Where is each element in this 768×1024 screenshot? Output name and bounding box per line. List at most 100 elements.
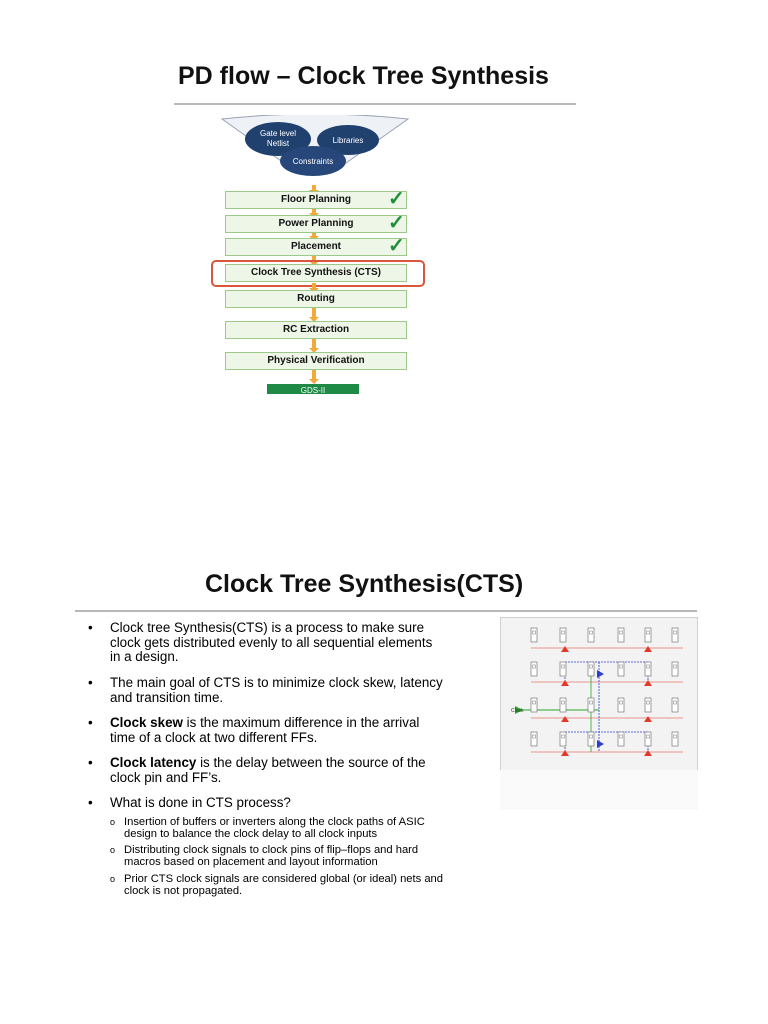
bullet-line: The main goal of CTS is to minimize cloc…	[110, 675, 443, 690]
leaf-buffer	[644, 750, 652, 756]
term-clock-skew: Clock skew	[110, 715, 183, 730]
subbullet-buffer-insertion: o Insertion of buffers or inverters alon…	[110, 816, 500, 840]
flow-arrow	[309, 339, 319, 353]
netlist-node	[245, 122, 311, 156]
ff-pin	[561, 630, 565, 635]
ff-pin	[589, 664, 593, 669]
flip-flop	[559, 731, 567, 747]
flip-flop	[587, 627, 595, 643]
flip-flop	[530, 627, 538, 643]
ff-pin	[532, 630, 536, 635]
bullet-line: clock pin and FF’s.	[110, 769, 222, 785]
check-icon: ✓	[388, 188, 405, 210]
ff-pin	[673, 630, 677, 635]
flip-flop	[617, 697, 625, 713]
flow-arrow	[309, 370, 319, 384]
flip-flop	[644, 731, 652, 747]
bullet-line: clock gets distributed evenly to all seq…	[110, 634, 433, 650]
leaf-buffer	[561, 750, 569, 756]
slide1-title-rule	[174, 103, 576, 105]
constraints-node	[280, 146, 346, 176]
flip-flop	[671, 697, 679, 713]
input-libraries: Libraries	[333, 136, 364, 145]
step-rc-extraction: RC Extraction	[225, 321, 407, 339]
bullet-line: and transition time.	[110, 689, 224, 705]
input-funnel: Gate level Netlist Libraries Constraints	[220, 115, 410, 176]
bullet-glyph: •	[88, 715, 93, 730]
slide2-title: Clock Tree Synthesis(CTS)	[205, 570, 524, 598]
bullet-line: is the maximum difference in the arrival	[182, 715, 420, 730]
leaf-buffer	[644, 680, 652, 686]
tree-buffer	[597, 740, 604, 748]
flip-flop	[671, 661, 679, 677]
input-netlist-line1: Gate level	[260, 129, 296, 138]
flip-flop	[617, 731, 625, 747]
input-constraints: Constraints	[293, 157, 333, 166]
step-gds-ii: GDS-II	[267, 384, 359, 394]
sub-bullet-line: Distributing clock signals to clock pins…	[124, 844, 419, 856]
flip-flop	[559, 661, 567, 677]
sub-bullet-line: macros based on placement and layout inf…	[124, 856, 378, 868]
flip-flop	[559, 627, 567, 643]
ff-pin	[646, 630, 650, 635]
bullet-line: in a design.	[110, 649, 179, 664]
flow-arrow	[309, 256, 319, 266]
flow-arrow	[309, 308, 319, 322]
flip-flop	[644, 661, 652, 677]
ff-pin	[646, 734, 650, 739]
bullet-glyph: •	[88, 620, 93, 635]
ff-pin	[619, 630, 623, 635]
tree-buffer	[597, 670, 604, 678]
leaf-buffer	[644, 646, 652, 652]
flip-flop	[530, 697, 538, 713]
step-routing: Routing	[225, 290, 407, 308]
flip-flop	[587, 731, 595, 747]
leaf-buffer	[561, 646, 569, 652]
ff-pin	[532, 664, 536, 669]
diagram-footer	[500, 770, 698, 810]
term-clock-latency: Clock latency	[110, 755, 197, 770]
flip-flop	[644, 627, 652, 643]
h-tree-wires	[564, 661, 649, 752]
flip-flop	[671, 627, 679, 643]
sub-bullet-glyph: o	[110, 874, 116, 884]
bullet-line: What is done in CTS process?	[110, 795, 291, 810]
subbullet-ideal-nets: o Prior CTS clock signals are considered…	[110, 873, 500, 897]
sub-bullet-line: Insertion of buffers or inverters along …	[124, 816, 425, 828]
flip-flop	[671, 731, 679, 747]
flip-flop	[587, 697, 595, 713]
bullet-cts-goal: • The main goal of CTS is to minimize cl…	[88, 675, 498, 705]
flip-flop	[530, 731, 538, 747]
ff-pin	[619, 700, 623, 705]
ff-pin	[619, 664, 623, 669]
ff-pin	[561, 700, 565, 705]
bullet-cts-definition: • Clock tree Synthesis(CTS) is a process…	[88, 620, 498, 665]
ff-pin	[589, 630, 593, 635]
ff-pin	[589, 734, 593, 739]
leaf-buffer	[561, 680, 569, 686]
leaf-buffer	[561, 716, 569, 722]
ff-pin	[589, 700, 593, 705]
ff-pin	[673, 700, 677, 705]
leaf-buffer	[644, 716, 652, 722]
input-netlist-line2: Netlist	[267, 139, 290, 148]
ff-pin	[646, 700, 650, 705]
bullet-cts-process: • What is done in CTS process?	[88, 795, 498, 811]
bullet-line: time of a clock at two different FFs.	[110, 729, 318, 745]
flip-flop	[530, 661, 538, 677]
sub-bullet-line: design to balance the clock delay to all…	[124, 828, 378, 840]
clock-source-buffer	[515, 706, 523, 714]
clock-source-label: Clock	[511, 708, 524, 714]
check-icon: ✓	[388, 235, 405, 257]
step-physical-verification: Physical Verification	[225, 352, 407, 370]
libraries-node	[317, 125, 379, 155]
flip-flop	[559, 697, 567, 713]
flip-flop	[587, 661, 595, 677]
step-cts: Clock Tree Synthesis (CTS)	[225, 264, 407, 282]
check-icon: ✓	[388, 212, 405, 234]
slide2-title-rule	[75, 610, 697, 612]
ff-pin	[673, 664, 677, 669]
flow-arrow	[309, 283, 319, 293]
flip-flop	[617, 627, 625, 643]
bullet-glyph: •	[88, 755, 93, 770]
